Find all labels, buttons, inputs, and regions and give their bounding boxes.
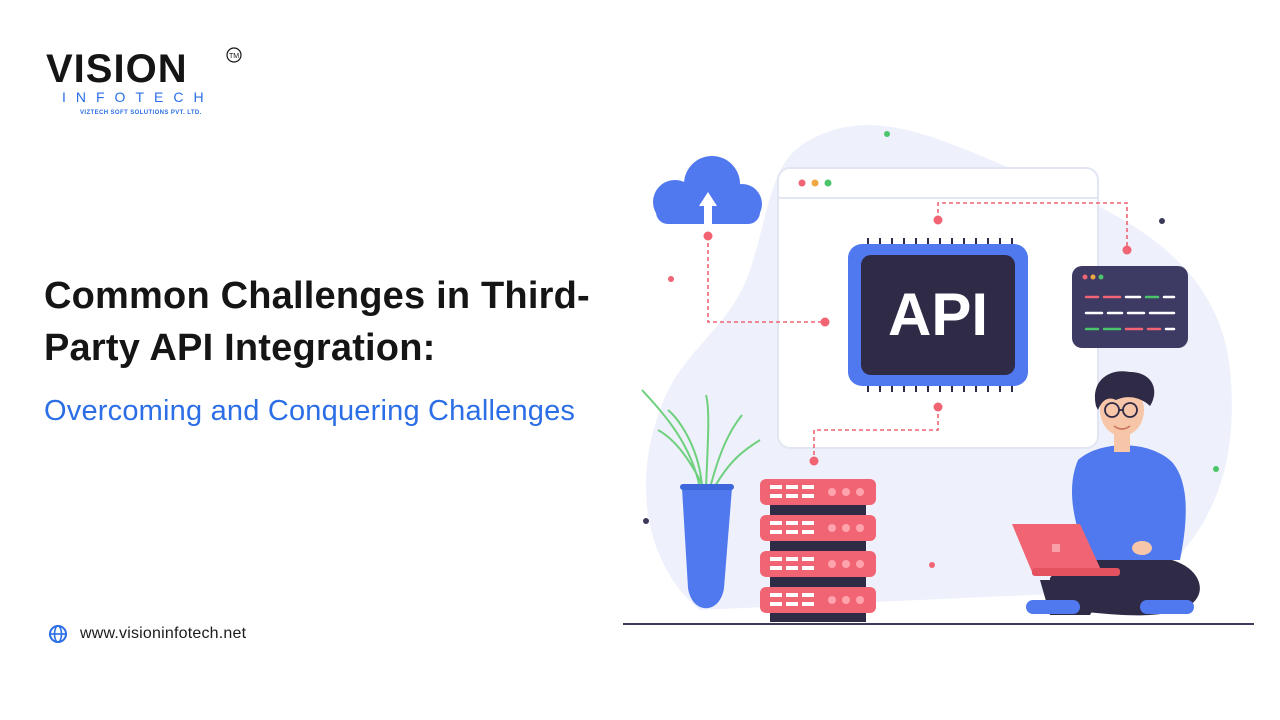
trademark-circle (226, 47, 242, 63)
connector-dot (933, 402, 943, 412)
code-window (1072, 266, 1188, 348)
connector-lines (707, 202, 1128, 461)
globe-icon (49, 625, 67, 643)
decor-dot (1159, 218, 1165, 224)
page-title: Common Challenges in Third-Party API Int… (44, 275, 590, 369)
brand-name: VISION (46, 47, 188, 91)
brand-sub: INFOTECH (62, 89, 214, 105)
trademark-mark: TM (229, 53, 239, 60)
api-illustration: API (620, 110, 1260, 640)
connector-dot (933, 215, 943, 225)
decor-dot (643, 518, 649, 524)
brand-logo: VISION TM INFOTECH VIZTECH SOFT SOLUTION… (44, 44, 254, 120)
brand-tagline: VIZTECH SOFT SOLUTIONS PVT. LTD. (80, 110, 202, 116)
decor-dot (1213, 466, 1219, 472)
page-subtitle: Overcoming and Conquering Challenges (44, 395, 576, 427)
connector-dot (703, 231, 713, 241)
connector-dot (809, 456, 819, 466)
server-rack (760, 479, 876, 622)
headline-block: Common Challenges in Third-Party API Int… (44, 270, 644, 434)
developer-with-laptop (1012, 371, 1200, 616)
connector-dot (1122, 245, 1132, 255)
website-link[interactable]: www.visioninfotech.net (48, 624, 246, 644)
decor-dot (929, 562, 935, 568)
decor-dot (884, 131, 890, 137)
plant-vase (641, 389, 761, 609)
connector-dot (820, 317, 830, 327)
api-chip: API (848, 238, 1028, 392)
website-url[interactable]: www.visioninfotech.net (80, 625, 247, 642)
api-chip-label: API (888, 281, 988, 348)
cloud-upload-icon (653, 156, 762, 224)
decor-dot (668, 276, 674, 282)
